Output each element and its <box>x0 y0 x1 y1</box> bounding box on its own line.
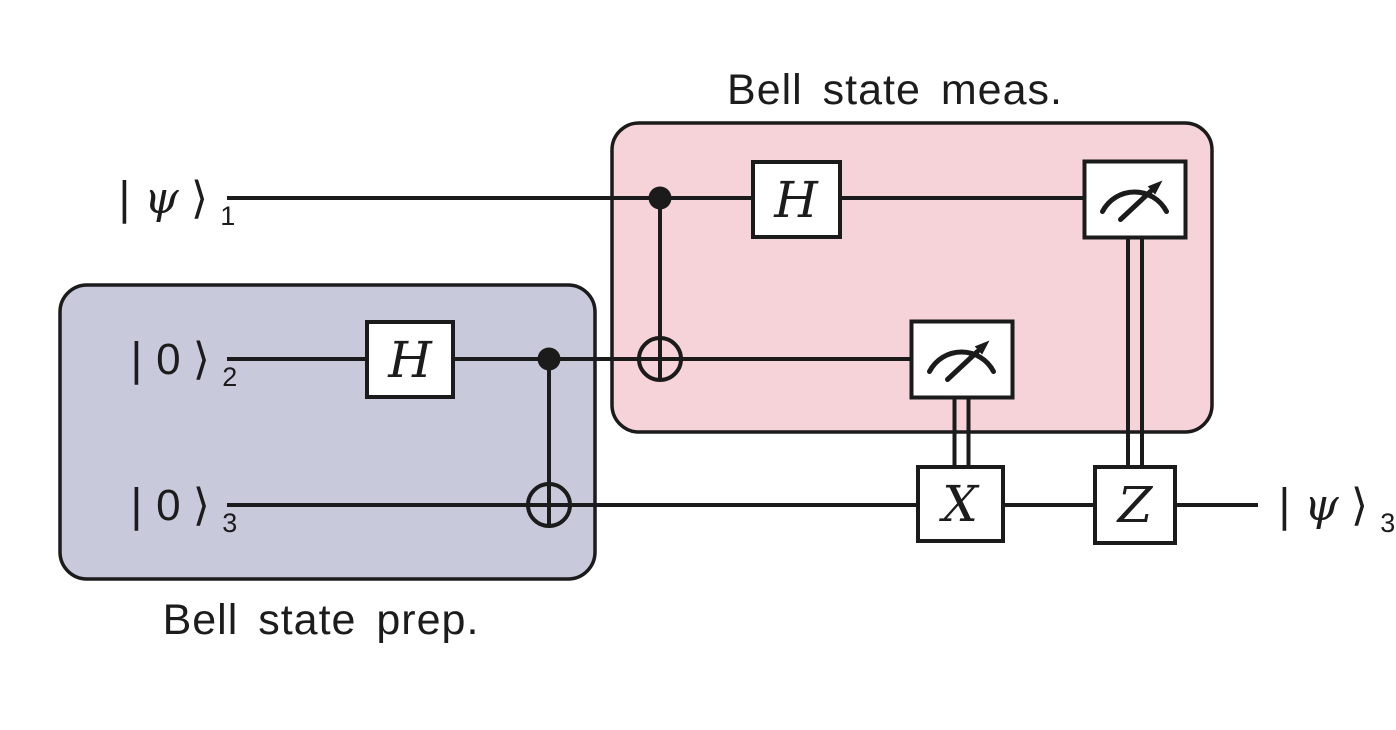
output-ket-bar: | <box>1277 480 1292 531</box>
qubit1-ket-subscript: 1 <box>220 201 235 231</box>
qubit1-ket-bar: | <box>117 173 132 224</box>
cnot2-control-dot-icon <box>537 347 561 371</box>
meter2-dial-arc <box>927 349 996 374</box>
h-gate-meas: H <box>751 160 842 239</box>
output-ket-bracket: ⟩ <box>1351 480 1368 531</box>
measurement-meter-icon <box>1082 159 1188 240</box>
x-gate: X <box>916 465 1005 543</box>
meter1-needle <box>1118 189 1153 222</box>
qubit2-ket-subscript: 2 <box>222 362 237 392</box>
h-gate-meas-label: H <box>773 171 819 229</box>
x-gate-box <box>916 465 1005 543</box>
z-gate-box <box>1093 465 1177 545</box>
z-gate: Z <box>1093 465 1177 545</box>
bell-state-prep-region <box>58 283 597 581</box>
output-ket-subscript: 3 <box>1380 508 1395 538</box>
x-gate-label: X <box>938 475 980 533</box>
h-gate-prep-label: H <box>387 331 433 389</box>
qubit3-ket-bar: | <box>129 480 144 531</box>
cnot2-target-icon <box>526 482 572 528</box>
qubit2-ket-bracket: ⟩ <box>193 334 210 385</box>
qubit3-ket-core: 0 <box>156 481 180 530</box>
cnot1-target-icon <box>637 336 683 382</box>
qubit2-label: | 0 ⟩ 2 <box>129 334 237 392</box>
bell-state-meas-title: Bell state meas. <box>727 66 1063 114</box>
cnot1-control-dot-icon <box>648 186 672 210</box>
h-gate-meas-box <box>751 160 842 239</box>
qubit1-ket-core: ψ <box>144 173 179 224</box>
qubit1-ket-bracket: ⟩ <box>191 173 208 224</box>
qubit3-ket-bracket: ⟩ <box>193 480 210 531</box>
qubit2-ket-bar: | <box>129 334 144 385</box>
z-gate-label: Z <box>1116 476 1154 534</box>
meter1-dial-arc <box>1100 189 1169 214</box>
h-gate-prep-box <box>365 320 455 399</box>
bell-state-prep-title: Bell state prep. <box>163 596 480 644</box>
meter2-needle-arrowhead <box>974 340 990 355</box>
measurement-meter-icon <box>909 319 1015 400</box>
meter1-needle-arrowhead <box>1147 180 1163 195</box>
qubit3-ket-subscript: 3 <box>222 508 237 538</box>
qubit3-label: | 0 ⟩ 3 <box>129 480 237 538</box>
meter2-box <box>909 319 1015 400</box>
meter1-box <box>1082 159 1188 240</box>
qubit1-label: | ψ ⟩ 1 <box>117 173 235 231</box>
output-ket-core: ψ <box>1304 480 1339 531</box>
h-gate-prep: H <box>365 320 455 399</box>
meter2-needle <box>945 349 980 382</box>
qubit2-ket-core: 0 <box>156 335 180 384</box>
output-state-label: | ψ ⟩ 3 <box>1277 480 1395 538</box>
